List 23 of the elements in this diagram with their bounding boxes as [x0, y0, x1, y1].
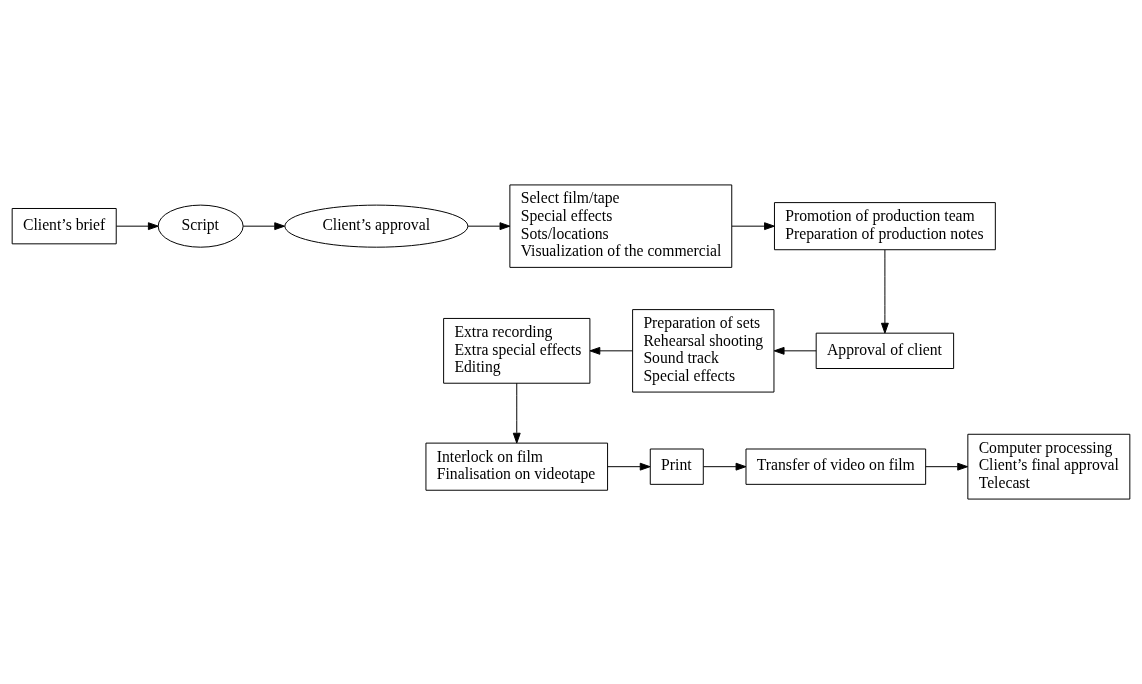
arrow: [773, 346, 817, 355]
arrow: [467, 222, 511, 231]
node-box: Transfer of video on film: [745, 448, 927, 485]
node-ellipse: Script: [157, 204, 244, 248]
node-box: Select film/tape Special effects Sots/locations Visualization of the commercial: [509, 184, 733, 268]
node-box: Extra recording Extra special effects Editing: [443, 317, 591, 384]
arrow: [115, 222, 159, 231]
arrow: [731, 222, 775, 231]
arrow: [242, 222, 286, 231]
node-box: Interlock on film Finalisation on videotape: [425, 442, 609, 491]
arrow: [607, 462, 651, 471]
node-box: Computer processing Client’s final approval Telecast: [967, 433, 1131, 500]
arrow: [512, 382, 521, 444]
arrow: [925, 462, 969, 471]
node-box: Approval of client: [815, 332, 955, 369]
node-ellipse: Client’s approval: [284, 204, 469, 248]
arrow: [703, 462, 747, 471]
node-box: Client’s brief: [11, 208, 117, 245]
node-box: Promotion of production team Preparation of production notes: [773, 202, 996, 251]
arrow: [880, 249, 889, 334]
arrow: [589, 346, 633, 355]
node-box: Preparation of sets Rehearsal shooting Sound track Special effects: [632, 309, 775, 393]
node-box: Print: [649, 448, 704, 485]
